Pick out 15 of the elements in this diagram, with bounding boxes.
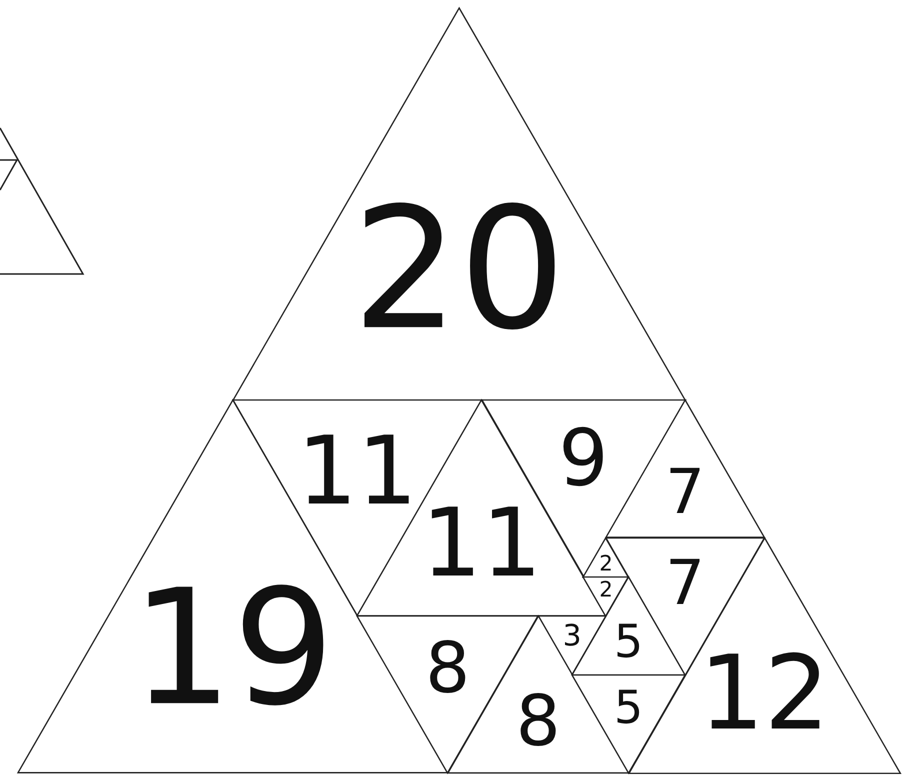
side-length-number: 11: [297, 424, 418, 520]
side-length-number: 2: [599, 553, 613, 574]
side-length-number: 5: [614, 619, 644, 666]
side-length-number: 7: [665, 460, 705, 523]
side-length-number: 3: [562, 620, 582, 650]
side-length-number: 8: [425, 633, 470, 704]
side-length-number: 11: [421, 496, 542, 592]
side-length-number: 7: [665, 552, 705, 614]
side-length-number: 20: [352, 186, 566, 354]
side-length-number: 9: [558, 420, 608, 498]
side-length-number: 2: [599, 579, 613, 601]
side-length-number: 12: [698, 643, 830, 746]
side-length-number: 19: [131, 568, 334, 729]
side-length-number: 8: [516, 686, 560, 756]
side-length-number: 5: [614, 684, 644, 730]
